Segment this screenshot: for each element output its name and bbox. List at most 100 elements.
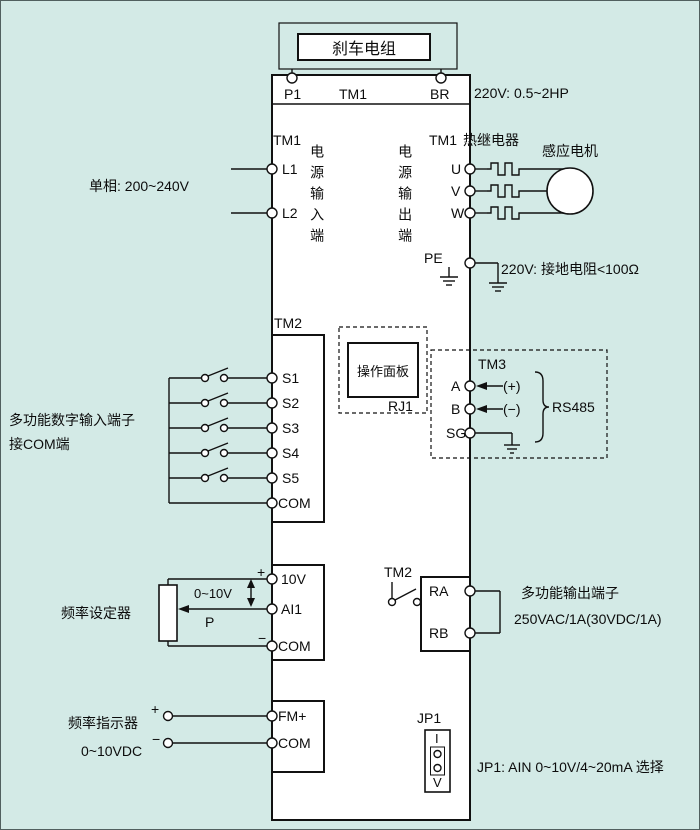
wiper-arrow-icon (178, 605, 189, 613)
terminal-dot (464, 403, 476, 415)
digital-input-circuit (168, 334, 325, 523)
terminal-sg: SG (446, 425, 467, 441)
analog-minus-sign: − (258, 630, 267, 646)
thermal-relay-icon (487, 184, 523, 198)
switch-icon (169, 392, 268, 408)
motor-icon (546, 167, 594, 215)
terminal-dot (464, 380, 476, 392)
brake-outer-box (278, 22, 458, 70)
wire-end-dot (162, 710, 174, 722)
terminal-s1: S1 (282, 370, 300, 386)
ground-icon (504, 444, 520, 454)
panel-box (347, 342, 419, 398)
potentiometer-label: P (205, 614, 215, 630)
switch-icon (387, 588, 422, 607)
terminal-s4: S4 (282, 445, 300, 461)
terminal-b: B (451, 401, 461, 417)
arrow-up-icon (247, 579, 255, 588)
terminal-s5: S5 (282, 470, 300, 486)
wire-end-dot (162, 737, 174, 749)
fm-minus-sign: − (152, 731, 161, 747)
analog-range-label: 0~10V (194, 586, 232, 601)
power-input-label: 电源输入端 (309, 144, 326, 249)
jp1-box (424, 729, 451, 793)
terminal-dot (266, 640, 278, 652)
tm2-relay-label: TM2 (384, 564, 412, 580)
terminal-com-analog: COM (278, 638, 311, 654)
analog-input-circuit (158, 564, 325, 661)
terminal-u: U (451, 161, 462, 177)
arrow-left-icon (476, 382, 487, 390)
motor-label: 感应电机 (542, 143, 598, 159)
relay-box (420, 576, 471, 652)
tm3-dashed-box (430, 349, 608, 459)
ground-note: 220V: 接地电阻<100Ω (501, 261, 639, 277)
terminal-p1: P1 (284, 86, 302, 102)
frequency-indicator-range: 0~10VDC (81, 743, 143, 759)
terminal-dot (464, 427, 476, 439)
relay-output-circuit (387, 576, 501, 652)
jumper-pos-i: I (435, 731, 439, 746)
switch-icon (169, 367, 268, 383)
terminal-w: W (451, 205, 465, 221)
jumper-pos-v: V (433, 775, 442, 790)
digital-input-note-2: 接COM端 (9, 436, 70, 452)
jumper-cap-icon (430, 746, 445, 776)
terminal-10v: 10V (281, 571, 306, 587)
potentiometer-icon (158, 584, 178, 642)
terminal-dot (266, 737, 278, 749)
input-circuit (231, 163, 278, 219)
terminal-l2: L2 (282, 205, 298, 221)
terminal-dot (266, 710, 278, 722)
terminal-dot (464, 585, 476, 597)
switch-icon (169, 467, 268, 483)
terminal-ai1: AI1 (281, 601, 303, 617)
jumper-pin (433, 763, 442, 773)
power-rating-note: 220V: 0.5~2HP (474, 85, 569, 101)
terminal-s2: S2 (282, 395, 300, 411)
terminal-dot (266, 207, 278, 219)
rs485-plus-label: (+) (503, 378, 521, 394)
analog-plus-sign: + (257, 564, 266, 580)
terminal-dot (266, 422, 278, 434)
terminal-dot (435, 72, 447, 84)
terminal-dot (266, 573, 278, 585)
digital-input-note-1: 多功能数字输入端子 (9, 412, 135, 428)
terminal-s3: S3 (282, 420, 300, 436)
terminal-br: BR (430, 86, 450, 102)
frequency-setter-label: 频率设定器 (61, 605, 131, 621)
tm3-label: TM3 (478, 356, 506, 372)
brake-circuit (278, 22, 458, 84)
terminal-block-tm1-top: TM1 (339, 86, 367, 102)
fm-plus-sign: + (151, 701, 160, 717)
brake-inner-box (297, 33, 431, 61)
rs485-label: RS485 (552, 399, 595, 415)
jp1-note: JP1: AIN 0~10V/4~20mA 选择 (477, 759, 664, 775)
phase-note: 单相: 200~240V (89, 178, 190, 194)
jp1-label: JP1 (417, 710, 442, 726)
tm1-right-label: TM1 (429, 132, 457, 148)
tm1-left-label: TM1 (273, 132, 301, 148)
terminal-dot (266, 397, 278, 409)
ground-circuit (440, 257, 507, 292)
brake-resistor-label: 刹车电组 (331, 41, 396, 58)
output-circuit (464, 162, 594, 220)
relay-output-note-1: 多功能输出端子 (521, 585, 619, 601)
switch-icon (169, 417, 268, 433)
jumper-block (424, 729, 451, 793)
rs485-brace (534, 371, 550, 443)
arrow-down-icon (247, 598, 255, 607)
terminal-ra: RA (429, 583, 449, 599)
ground-icon (489, 282, 507, 292)
terminal-rb: RB (429, 625, 449, 641)
terminal-a: A (451, 378, 461, 394)
fm-strip (271, 700, 325, 773)
terminal-dot (464, 257, 476, 269)
terminal-dot (266, 447, 278, 459)
terminal-dot (266, 372, 278, 384)
ground-icon (440, 276, 458, 286)
operation-panel-label: 操作面板 (356, 363, 409, 379)
terminal-v: V (451, 183, 461, 199)
terminal-l1: L1 (282, 161, 298, 177)
